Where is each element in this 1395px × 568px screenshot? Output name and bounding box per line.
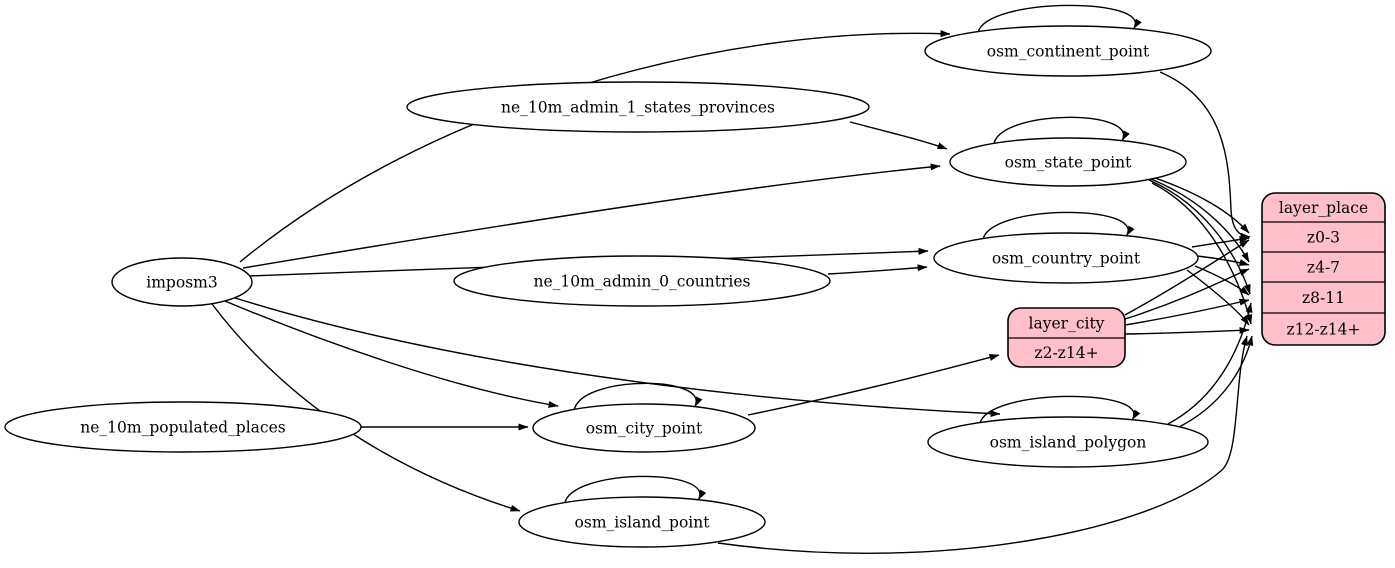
edge-layer_city-layer_place-z8-11 [1124, 298, 1250, 326]
osm_island_polygon-shape [927, 416, 1209, 468]
edge-osm_continent_point-layer_place-z0-3 [1159, 71, 1251, 240]
edge-osm_country_point-layer_place-z4-7 [1196, 255, 1250, 266]
edge-osm_country_point-osm_country_point [982, 211, 1135, 241]
edge-layer_city-layer_place-z4-7 [1124, 268, 1250, 320]
node-ne_10m_admin_1_states_provinces: ne_10m_admin_1_states_provinces [406, 81, 870, 133]
edge-osm_country_point-layer_place-z0-3 [1191, 236, 1250, 248]
imposm3-shape [111, 257, 253, 307]
osm_state_point-shape [949, 137, 1187, 187]
edge-imposm3-osm_state_point [242, 163, 941, 269]
layer_place-row-z8-11: z8-11 [1302, 289, 1345, 307]
node-layer_city: layer_city z2-z14+ [1007, 307, 1126, 368]
edge-layer_city-layer_place-z0-3 [1124, 239, 1250, 316]
osm_continent_point-shape [924, 25, 1212, 77]
edge-osm_state_point-osm_state_point [992, 116, 1130, 145]
node-osm_country_point: osm_country_point [933, 232, 1199, 284]
node-osm_continent_point: osm_continent_point [924, 25, 1212, 77]
ne_10m_admin_0_countries-label: ne_10m_admin_0_countries [534, 273, 751, 291]
layer_place-row-z0-3: z0-3 [1307, 229, 1340, 247]
edge-osm_continent_point-osm_continent_point [977, 4, 1142, 34]
ne_10m_populated_places-label: ne_10m_populated_places [80, 419, 285, 437]
osm_city_point-label: osm_city_point [586, 420, 703, 438]
node-osm_island_polygon: osm_island_polygon [927, 416, 1209, 468]
osm_continent_point-label: osm_continent_point [987, 43, 1150, 61]
node-imposm3: imposm3 [111, 257, 253, 307]
edge-ne_10m_admin_1_states_provinces-osm_state_point [849, 121, 948, 150]
osm_state_point-label: osm_state_point [1005, 154, 1133, 172]
osm_country_point-shape [933, 232, 1199, 284]
osm_city_point-shape [532, 403, 756, 453]
layer_place-row-z4-7: z4-7 [1307, 259, 1340, 277]
ne_10m_populated_places-shape [4, 401, 362, 453]
edge-osm_city_point-layer_city-z2-z14+ [747, 354, 1000, 416]
node-layer_place: layer_place z0-3 z4-7 z8-11 z12-z14+ [1261, 192, 1386, 346]
node-ne_10m_populated_places: ne_10m_populated_places [4, 401, 362, 453]
edge-osm_island_polygon-layer_place-z12-z14+ [1174, 335, 1254, 430]
node-osm_state_point: osm_state_point [949, 137, 1187, 187]
osm_island_point-shape [518, 496, 766, 548]
edge-osm_state_point-layer_place-z4-7 [1145, 176, 1250, 263]
edge-osm_island_polygon-osm_island_polygon [979, 395, 1141, 425]
ne_10m_admin_1_states_provinces-shape [406, 81, 870, 133]
edge-osm_island_polygon-layer_place-z8-11 [1167, 302, 1253, 425]
edge-osm_island_point-layer_place-z12-z14+ [717, 335, 1248, 554]
layer_place-title: layer_place [1279, 199, 1368, 217]
osm_island_polygon-label: osm_island_polygon [990, 434, 1147, 452]
edge-osm_state_point-layer_place-z0-3 [1142, 173, 1250, 234]
ne_10m_admin_1_states_provinces-label: ne_10m_admin_1_states_provinces [501, 99, 775, 117]
layer_place-shape [1261, 192, 1386, 346]
osm_country_point-label: osm_country_point [992, 250, 1141, 268]
edge-imposm3-osm_city_point [224, 300, 559, 408]
layer_city-title: layer_city [1029, 315, 1105, 333]
layer_place-row-z12-z14+: z12-z14+ [1286, 321, 1360, 339]
edge-imposm3-osm_island_point [211, 303, 521, 512]
node-ne_10m_admin_0_countries: ne_10m_admin_0_countries [453, 255, 831, 307]
imposm3-label: imposm3 [146, 274, 217, 292]
ne_10m_admin_0_countries-shape [453, 255, 831, 307]
edge-osm_state_point-layer_place-z8-11 [1148, 179, 1251, 295]
edge-layer_city-layer_place-z12-z14+ [1124, 326, 1250, 335]
layer_city-row-z2-z14+: z2-z14+ [1034, 344, 1098, 362]
edge-osm_island_point-osm_island_point [563, 475, 707, 505]
node-osm_island_point: osm_island_point [518, 496, 766, 548]
edge-imposm3-osm_island_polygon [231, 296, 1001, 418]
osm_island_point-label: osm_island_point [575, 514, 711, 532]
edge-ne_10m_admin_0_countries-osm_country_point [827, 264, 928, 275]
node-osm_city_point: osm_city_point [532, 403, 756, 453]
edge-osm_city_point-osm_city_point [573, 382, 703, 411]
